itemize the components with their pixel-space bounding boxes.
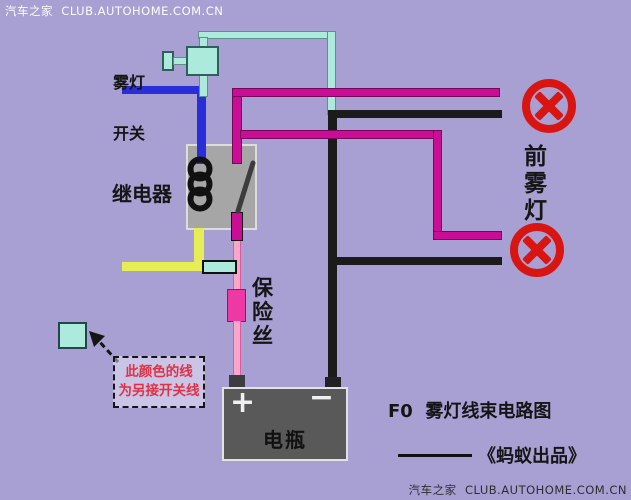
fog-switch-body [186, 46, 219, 76]
battery-body: + − 电瓶 [222, 380, 348, 461]
fuse-label: 保险丝 [252, 276, 273, 348]
magenta-wire-mid-vertical [433, 130, 442, 240]
byline: 《蚂蚁出品》 [398, 442, 586, 468]
cyan-wire-right-vertical [327, 31, 336, 115]
blue-wire-to-coil [197, 86, 206, 164]
blue-wire-horizontal [122, 86, 202, 94]
magenta-wire-bottom-horizontal [433, 231, 502, 240]
switch-bottom-stem [199, 74, 208, 97]
diagram-title: F0 雾灯线束电路图 [388, 401, 552, 422]
byline-text: 《蚂蚁出品》 [478, 446, 586, 467]
fog-lamp-icon [522, 79, 576, 133]
black-wire-top-horizontal [328, 110, 502, 118]
byline-rule [398, 453, 472, 457]
switch-tap-connector [202, 260, 237, 274]
battery-minus-terminal [325, 377, 341, 389]
note-box: 此颜色的线 为另接开关线 [113, 356, 205, 408]
battery-plus-sign: + [230, 385, 256, 420]
fuse-body [227, 289, 246, 322]
note-line2: 为另接开关线 [118, 383, 200, 399]
black-wire-vertical [328, 110, 337, 378]
front-fog-label: 前雾灯 [524, 144, 547, 224]
fog-lamp-icon [510, 223, 564, 277]
fog-switch-label-line2: 开关 [113, 124, 146, 143]
note-color-swatch [58, 322, 87, 349]
note-line1: 此颜色的线 [125, 364, 193, 380]
relay-label: 继电器 [112, 182, 172, 206]
battery-plus-terminal [229, 375, 245, 389]
watermark-top: 汽车之家 CLUB.AUTOHOME.COM.CN [5, 4, 224, 18]
black-wire-bottom-horizontal [328, 257, 502, 265]
yellow-wire-horizontal [122, 262, 204, 271]
relay-coil-icon [187, 156, 256, 214]
battery-label: 电瓶 [263, 428, 307, 452]
fog-switch-label-line1: 雾灯 [113, 73, 146, 92]
magenta-wire-mid-horizontal [240, 130, 442, 139]
yellow-wire-vertical [194, 228, 204, 271]
relay-lever-icon [235, 160, 256, 214]
magenta-wire-top-horizontal [232, 88, 500, 97]
pink-wire-lower [233, 321, 241, 378]
watermark-bottom: 汽车之家 CLUB.AUTOHOME.COM.CN [408, 483, 627, 497]
fog-switch-label: 雾灯 开关 [113, 40, 145, 176]
fog-switch-bar [173, 57, 187, 65]
cyan-wire-top-horizontal [198, 31, 336, 39]
battery-minus-sign: − [308, 380, 334, 415]
